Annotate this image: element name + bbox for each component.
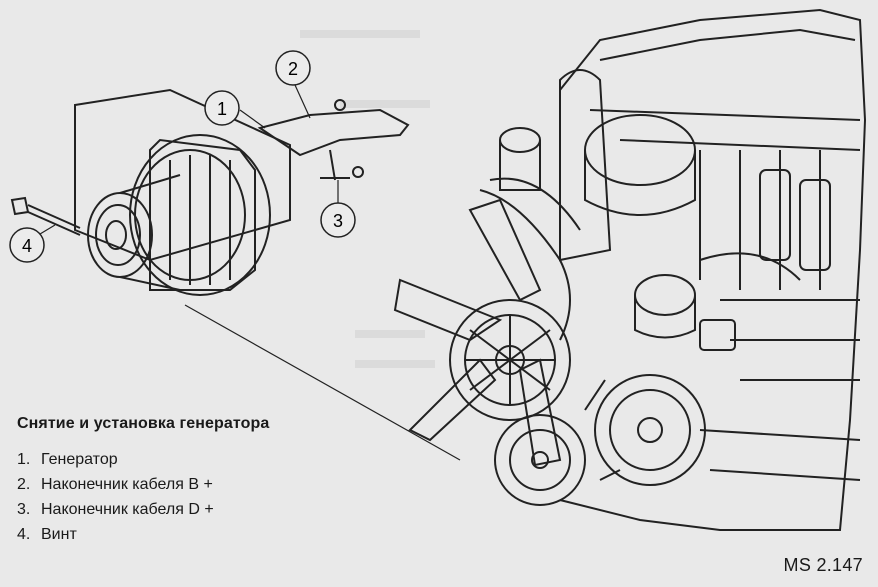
engine-block [559, 8, 867, 531]
legend-item: 4. Винт [17, 522, 377, 547]
engine-top-components [499, 69, 736, 351]
legend-item: 3. Наконечник кабеля D + [17, 497, 377, 522]
bolt [10, 196, 81, 236]
figure-code: MS 2.147 [783, 555, 863, 575]
figure-legend: Снятие и установка генератора 1. Генерат… [17, 415, 377, 547]
legend-item-number: 2. [17, 476, 31, 493]
callout-4-label: 4 [22, 236, 32, 256]
background-texture [300, 30, 435, 368]
alternator [87, 134, 271, 296]
callout-3: 3 [320, 202, 356, 238]
legend-item-number: 1. [17, 451, 31, 468]
callout-1-label: 1 [217, 99, 227, 119]
legend-item-label: Генератор [41, 451, 118, 468]
alternator-bracket [74, 88, 291, 262]
leader-lines [29, 84, 461, 461]
legend-item: 2. Наконечник кабеля В + [17, 472, 377, 497]
cable-terminals [257, 99, 410, 181]
cooling-fan [393, 198, 571, 467]
pulleys [494, 374, 706, 506]
legend-item-label: Наконечник кабеля В + [41, 476, 213, 493]
legend-item-number: 4. [17, 526, 31, 543]
callout-2: 2 [275, 50, 311, 86]
callout-3-label: 3 [333, 211, 343, 231]
callout-4: 4 [9, 227, 45, 263]
legend-title: Снятие и установка генератора [17, 415, 270, 432]
legend-item-label: Наконечник кабеля D + [41, 501, 214, 518]
legend-item: 1. Генератор [17, 447, 377, 472]
callout-1: 1 [204, 90, 240, 126]
hoses [479, 177, 801, 341]
legend-item-number: 3. [17, 501, 31, 518]
legend-item-label: Винт [41, 526, 77, 543]
callout-2-label: 2 [288, 59, 298, 79]
